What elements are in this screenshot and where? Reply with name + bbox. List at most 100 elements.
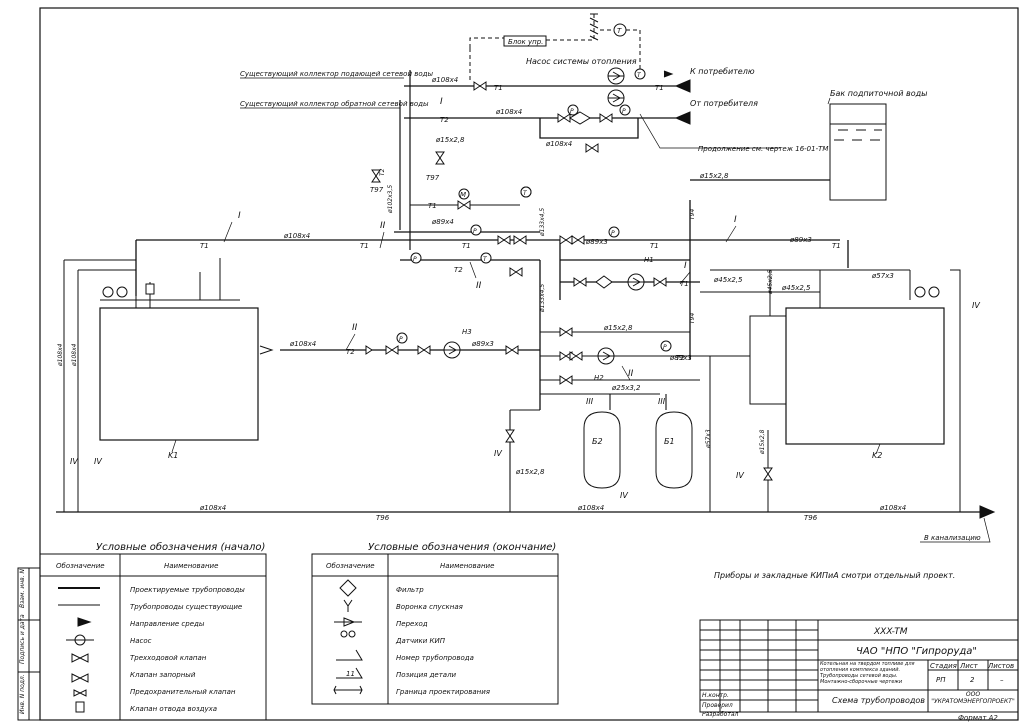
legend-row-label: Датчики КИП [395, 637, 446, 645]
pipe-size-label: ø89x3 [585, 238, 608, 246]
pipe-size-label: ø15x2,8 [759, 429, 766, 455]
flow-direction-arrow [674, 111, 691, 125]
pipe-size-label: ø108x4 [57, 343, 64, 367]
pipe-size-label: ø133x4,5 [539, 284, 546, 313]
pipe-size-label: ø15x2,8 [515, 468, 545, 476]
sensor-letter: P [663, 344, 667, 351]
pipe-code-label: T94 [689, 209, 696, 220]
legend-row-label: Граница проектирования [396, 688, 490, 696]
pipe-code-label: T1 [428, 202, 437, 210]
pipe-code-label: T1 [494, 84, 503, 92]
pipe-size-label: ø45x2,5 [781, 284, 811, 292]
boiler-k1: K1 [63, 258, 259, 490]
role-label: Н.контр. [702, 692, 729, 699]
pipe-size-label: ø45x2,5 [767, 269, 774, 295]
role-label: Разработал [702, 711, 739, 718]
legend-row-label: Воронка спускная [396, 603, 463, 611]
pipe-size-label: ø108x4 [545, 140, 572, 148]
stage-value: РП [936, 676, 946, 684]
control-block: Блок упр. T [469, 13, 641, 80]
legend-row-label: Предохранительный клапан [130, 688, 236, 696]
legend-end-title: Условные обозначения (окончание) [368, 541, 556, 553]
legend-col-header: Наименование [164, 562, 218, 570]
pipe-size-label: ø15x2,8 [603, 324, 633, 332]
pipe-size-label: ø108x4 [577, 504, 604, 512]
sensor-letter: T [637, 72, 642, 79]
pipe-code-label: T2 [440, 116, 449, 124]
sheets-header: Листов [987, 662, 1014, 670]
pipe-code-label: T97 [370, 186, 384, 194]
pump-h1-icon [627, 273, 645, 291]
return-collector-label: Существующий коллектор обратной сетевой … [240, 100, 429, 108]
pipe-size-label: ø89x3 [789, 236, 812, 244]
sheet-header: Лист [959, 662, 979, 670]
heating-pump-label: Насос системы отопления [526, 57, 637, 66]
boiler-k2: K2 [700, 269, 961, 490]
supply-collector-label: Существующий коллектор подающей сетевой … [240, 70, 433, 78]
pipe-code-label: T97 [426, 174, 440, 182]
from-consumer-label: От потребителя [690, 99, 758, 108]
boiler-k2-label: K2 [872, 451, 882, 460]
pipe-size-label: ø89x4 [431, 218, 454, 226]
tank-b1: Б1 III [655, 397, 693, 489]
pipe-code-label: T2 [379, 168, 386, 176]
legend-row-label: Номер трубопровода [396, 654, 474, 662]
pipe-code-label: T2 [454, 266, 463, 274]
line-number-marker: II [380, 221, 386, 231]
line-number-marker: IV [736, 471, 744, 480]
company-name: ЧАО "НПО "Гипроруда" [856, 646, 977, 657]
legend-row-label: Клапан запорный [130, 671, 196, 679]
sensor-letter: P [399, 336, 403, 343]
pipe-code-label: T2 [676, 354, 685, 362]
drawing-frame [39, 7, 1019, 721]
pipe-code-label: T1 [655, 84, 664, 92]
legend-row-label: Позиция детали [396, 671, 457, 679]
three-way-valve: M ø89x4 T1 [410, 186, 532, 226]
stamp-label: Взам. инв. N [19, 569, 26, 608]
stage-header: Стадия [930, 662, 957, 670]
boiler-k1-label: K1 [168, 451, 178, 460]
legend-end-table: Условные обозначения (окончание) Обознач… [311, 541, 559, 705]
pipe-size-label: ø15x2,8 [435, 136, 465, 144]
motor-letter: M [460, 191, 466, 199]
top-supply-line [404, 85, 676, 139]
legend-row-label: Направление среды [130, 620, 205, 628]
line-number-marker: IV [94, 457, 102, 466]
pipe-code-label: T1 [462, 242, 471, 250]
pump-h3-label: H3 [462, 328, 472, 336]
drawing-name: Схема трубопроводов [832, 696, 925, 705]
legend-col-header: Наименование [440, 562, 494, 570]
continuation-note: Продолжение см. чертеж 16-01-ТМ [698, 145, 828, 153]
pump-h2-label: H2 [594, 374, 604, 382]
legend-start-title: Условные обозначения (начало) [96, 541, 265, 553]
pipe-size-label: ø133x4,5 [539, 208, 546, 237]
legend-col-header: Обозначение [56, 562, 105, 570]
pipe-size-label: ø108x4 [289, 340, 316, 348]
pipe-size-label: ø108x4 [71, 343, 78, 367]
line-number-marker: II [476, 281, 482, 291]
tank-b2: Б2 III [583, 397, 621, 489]
sensor-letter: T [523, 190, 528, 197]
sheet-value: 2 [970, 676, 975, 684]
line-number-marker: I [684, 261, 687, 271]
riser-branches [509, 331, 740, 490]
drain-label: В канализацию [924, 534, 981, 542]
pipe-code-label: T1 [650, 242, 659, 250]
to-consumer-label: К потребителю [690, 67, 755, 76]
project-description: Котельная на твердом топливе для отоплен… [820, 661, 915, 685]
sensor-letter: P [622, 108, 626, 115]
general-note: Приборы и закладные КИПиА смотри отдельн… [714, 571, 955, 580]
legend-start-table: Условные обозначения (начало) Обозначени… [39, 541, 267, 721]
pipe-size-label: ø102x3,5 [387, 185, 394, 214]
pipe-size-label: ø108x4 [199, 504, 226, 512]
pipe-code-label: T2 [346, 348, 355, 356]
sensor-letter: P [413, 256, 417, 263]
line-number-marker: IV [972, 301, 980, 310]
sheets-value: – [1000, 676, 1004, 684]
line-number-marker: IV [620, 491, 628, 500]
line-number-marker: III [586, 397, 594, 406]
pipe-size-label: ø108x4 [431, 76, 458, 84]
line-number-marker: IV [494, 449, 502, 458]
pipe-size-label: ø108x4 [879, 504, 906, 512]
